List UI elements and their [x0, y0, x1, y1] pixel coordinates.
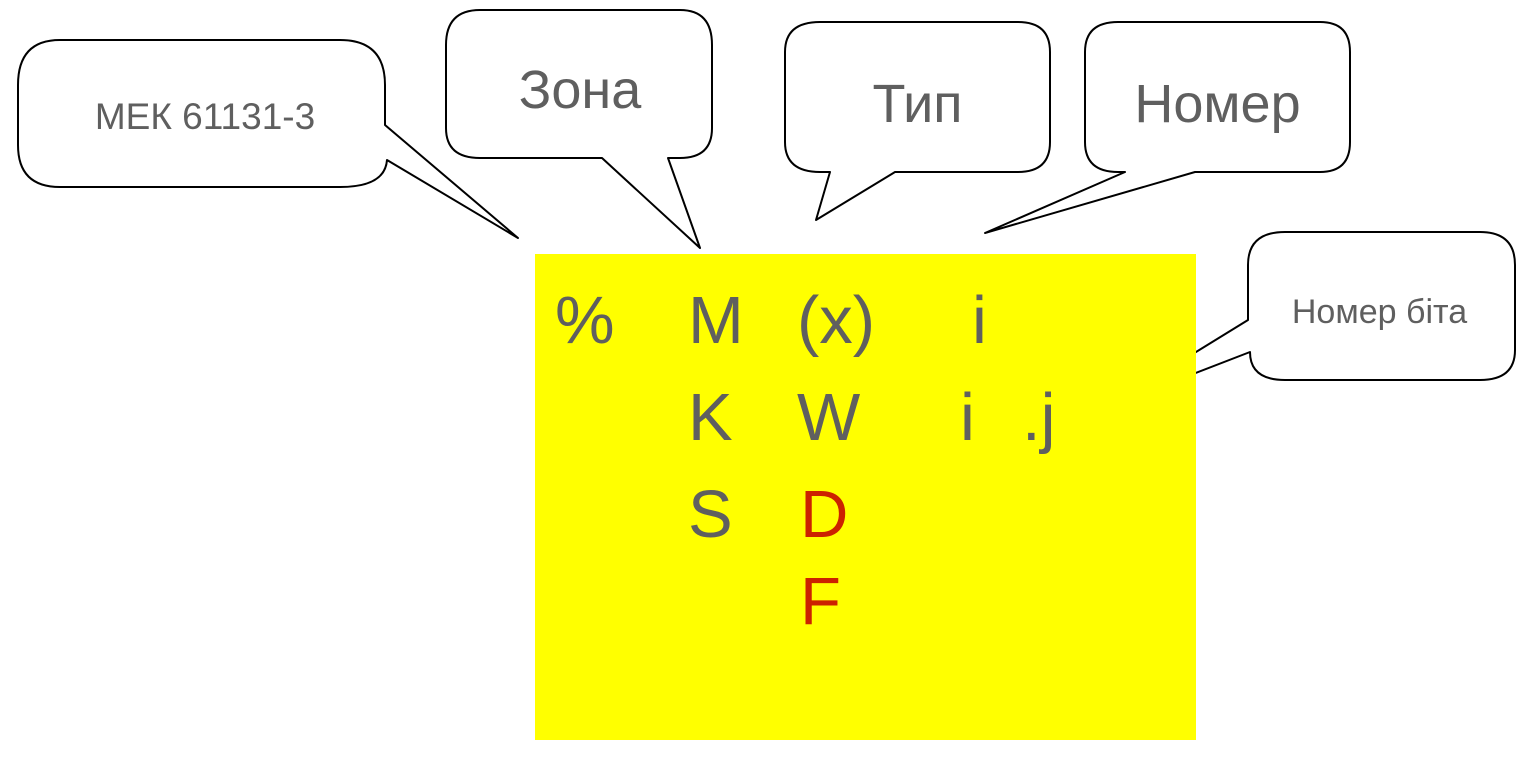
callout-number-label: Номер — [1134, 74, 1301, 134]
callout-number-shape — [984, 21, 1351, 234]
callout-standard-shape — [17, 39, 519, 239]
zone-s: S — [688, 477, 733, 552]
type-x: (x) — [797, 283, 876, 358]
type-f: F — [800, 564, 841, 639]
type-w: W — [797, 380, 861, 455]
zone-k: K — [688, 380, 733, 455]
callout-bit-number-label: Номер біта — [1291, 292, 1468, 331]
address-box — [535, 254, 1196, 740]
type-d: D — [800, 477, 849, 552]
bit-suffix: .j — [1022, 380, 1056, 455]
index-i-row1: i — [972, 283, 987, 358]
callout-type-shape — [784, 21, 1051, 221]
callout-bit-number-shape — [1104, 231, 1516, 409]
zone-m: M — [688, 283, 744, 358]
callout-type-label: Тип — [872, 74, 963, 134]
callout-standard-label: МЕК 61131-3 — [94, 96, 316, 137]
address-prefix: % — [555, 283, 615, 358]
callout-zone-label: Зона — [518, 60, 642, 120]
index-i-row2: i — [960, 380, 975, 455]
callout-zone-shape — [445, 9, 713, 249]
